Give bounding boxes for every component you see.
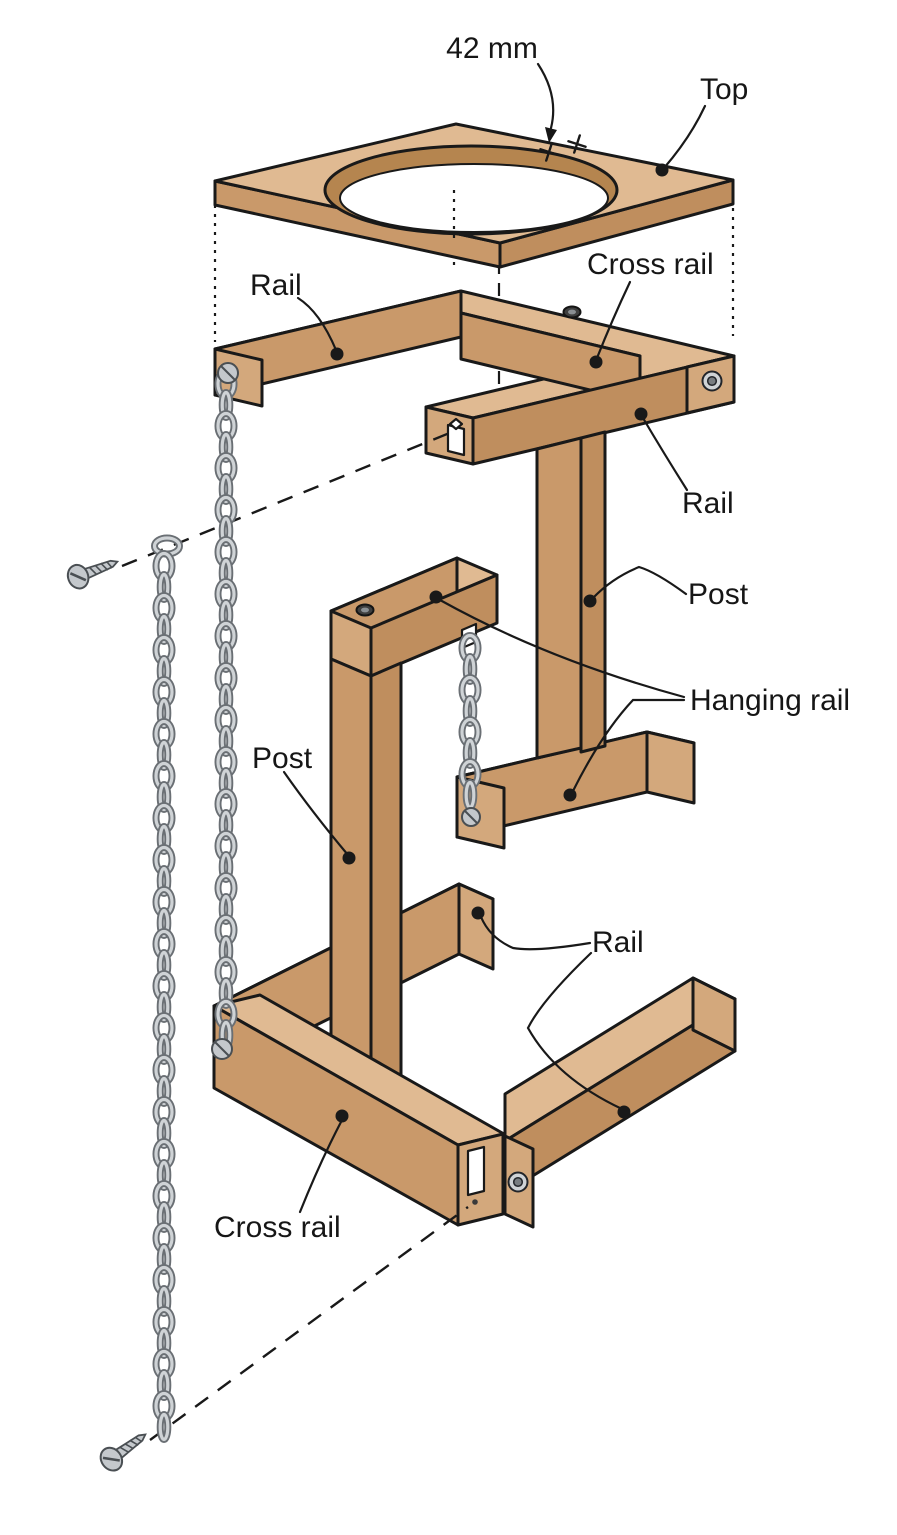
leader-dot-rail-upper-left — [330, 347, 344, 361]
leader-rail-lower-a — [479, 915, 592, 951]
leader-dot-post-left — [342, 851, 356, 865]
leader-dot-hanging-rail-a — [429, 590, 443, 604]
bottom-back-rail-right-end-face — [457, 882, 495, 971]
middle-chain — [458, 632, 482, 811]
left-post-front-face — [329, 657, 373, 1102]
bottom-cross-rail-pilot-hole — [472, 1199, 478, 1205]
bottom-cross-rail-mortise-notch — [466, 1145, 486, 1197]
leader-post-right — [591, 565, 688, 600]
label-hanging-rail: Hanging rail — [690, 684, 850, 717]
leader-dot-rail-lower-b — [617, 1105, 631, 1119]
bottom-right-rail — [503, 976, 737, 1229]
leader-dot-hanging-rail-b — [563, 788, 577, 802]
upper-hanging-rail-screw-hole — [355, 603, 375, 617]
upper-cross-rail-screw-hole — [562, 305, 582, 319]
leader-dot-post-right — [583, 594, 597, 608]
leader-post-left — [282, 770, 350, 857]
leader-lines — [282, 62, 707, 1214]
label-post-right: Post — [688, 578, 749, 611]
leader-dot-rail-lower-a — [471, 906, 485, 920]
top-board — [213, 122, 735, 269]
leader-dot-top — [655, 163, 669, 177]
label-post-left: Post — [252, 742, 313, 775]
label-cross-rail-upper: Cross rail — [587, 248, 714, 281]
free-chain — [152, 550, 176, 1443]
leader-hanging-rail-a — [438, 598, 686, 699]
label-top: Top — [700, 73, 748, 106]
right-post-front-face — [535, 436, 583, 760]
upper-rail-frame — [213, 289, 736, 466]
left-post — [329, 657, 403, 1102]
label-rail-upper-right: Rail — [682, 487, 734, 520]
left-chain-attached — [214, 368, 238, 1051]
middle-chain-screw-head — [461, 807, 481, 827]
leader-hanging-rail-b — [571, 698, 686, 793]
left-chain-attached-top-screw — [217, 362, 239, 384]
lower-screw-guide-line — [149, 1206, 469, 1441]
bottom-frame-washer — [507, 1171, 529, 1193]
left-post-side-face — [369, 661, 403, 1102]
leader-dot-rail-upper-right — [634, 407, 648, 421]
leader-dot-cross-rail-lower — [335, 1109, 349, 1123]
dimension-tick-right — [567, 134, 587, 154]
label-42mm: 42 mm — [446, 32, 538, 65]
labels: 42 mm Top Rail Cross rail Rail Post Hang… — [214, 32, 850, 1244]
left-chain-attached-bottom-screw — [211, 1038, 233, 1060]
right-post-side-face — [579, 430, 607, 754]
leader-rail-upper-right — [641, 416, 689, 492]
leader-dot-cross-rail-upper — [589, 355, 603, 369]
upper-screw-guide-line — [121, 430, 453, 568]
upper-rail-pilot-hole-diamond — [448, 417, 464, 431]
label-rail-lower: Rail — [592, 926, 644, 959]
dimension-tick-left — [539, 142, 559, 162]
right-post — [535, 430, 607, 760]
leader-top — [662, 104, 707, 170]
leader-42mm — [536, 62, 555, 130]
lower-screw-icon — [94, 1423, 154, 1477]
leader-cross-rail-upper — [595, 280, 632, 360]
leader-rail-lower-b — [526, 951, 624, 1111]
label-rail-upper-left: Rail — [250, 269, 302, 302]
upper-screw-icon — [63, 549, 123, 593]
bottom-right-rail-far-end-face — [691, 976, 737, 1053]
lower-hanging-rail — [455, 730, 696, 850]
leader-cross-rail-lower — [298, 1118, 344, 1214]
top-board-hole — [339, 163, 609, 233]
lower-hanging-rail-right-end-face — [645, 730, 696, 805]
leader-42mm-arrowhead — [545, 127, 557, 143]
upper-frame-washer — [701, 370, 723, 392]
label-cross-rail-lower: Cross rail — [214, 1211, 341, 1244]
leader-rail-upper-left — [296, 296, 338, 352]
